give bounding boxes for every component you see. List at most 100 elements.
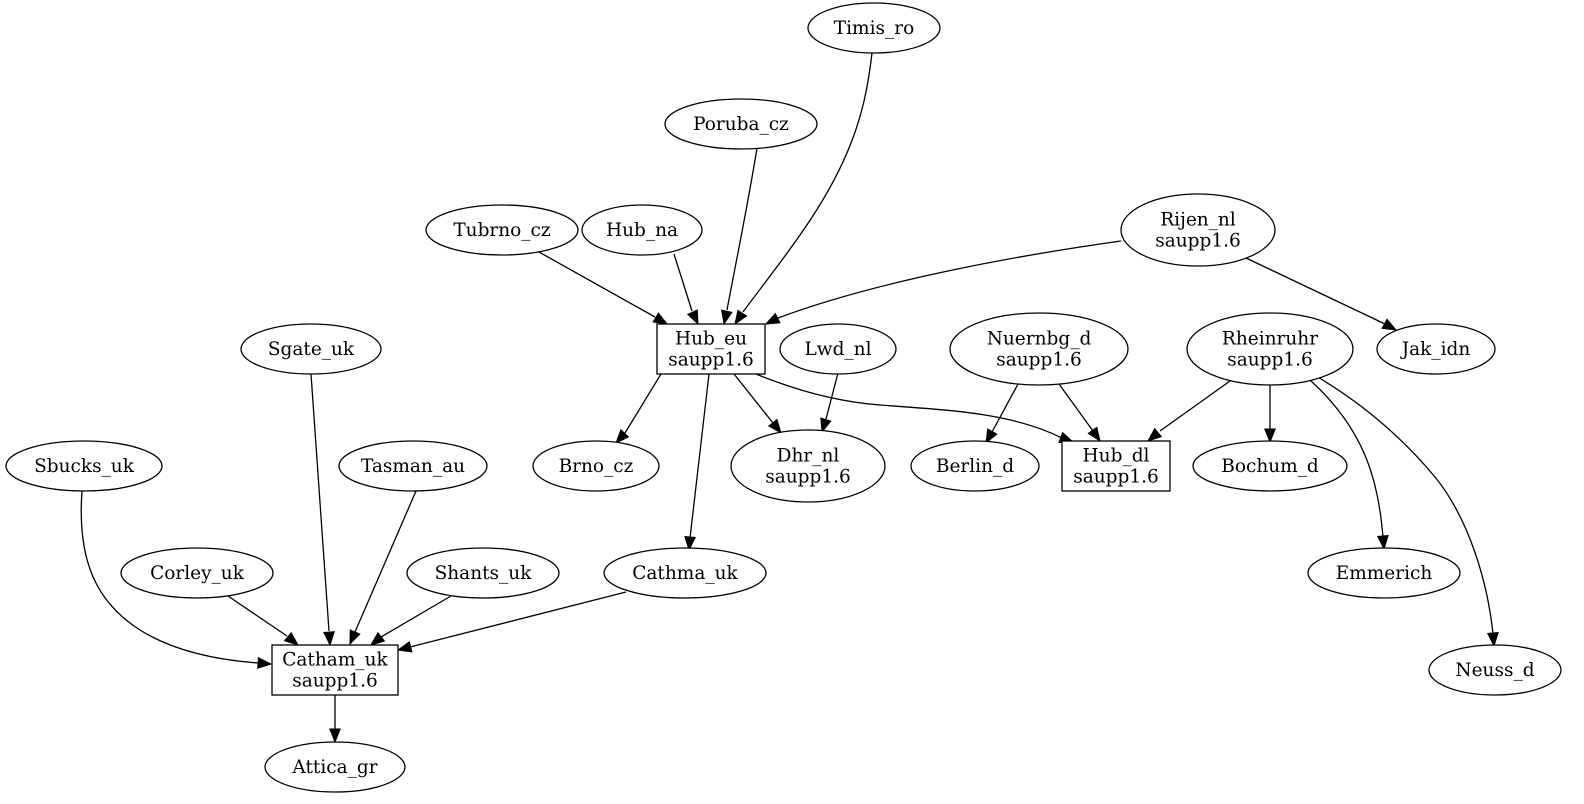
node-sgate-uk[interactable]: Sgate_uk bbox=[240, 323, 382, 375]
node-label: Sbucks_uk bbox=[34, 456, 135, 477]
edge-line bbox=[1058, 383, 1094, 432]
node-emmerich[interactable]: Emmerich bbox=[1307, 547, 1461, 599]
edge-shants_uk-to-catham_uk bbox=[369, 595, 452, 646]
node-corley-uk[interactable]: Corley_uk bbox=[120, 547, 274, 599]
node-label: Lwd_nl bbox=[804, 339, 871, 360]
edge-line bbox=[380, 595, 452, 638]
node-label: Poruba_cz bbox=[693, 114, 789, 135]
node-ellipse bbox=[1186, 312, 1354, 386]
node-label: Bochum_d bbox=[1221, 456, 1319, 477]
node-tasman-au[interactable]: Tasman_au bbox=[338, 440, 488, 492]
edge-line bbox=[310, 373, 330, 632]
node-ellipse bbox=[406, 547, 560, 599]
node-cathma-uk[interactable]: Cathma_uk bbox=[603, 547, 767, 599]
edge-rheinruhr-to-hub_dl bbox=[1146, 380, 1231, 442]
edge-tasman_au-to-catham_uk bbox=[349, 490, 417, 646]
edge-poruba_cz-to-hub_eu bbox=[721, 147, 758, 326]
node-label: Sgate_uk bbox=[268, 339, 355, 360]
node-jak-idn[interactable]: Jak_idn bbox=[1376, 323, 1496, 375]
node-attica-gr[interactable]: Attica_gr bbox=[264, 741, 406, 793]
edge-line bbox=[733, 373, 774, 424]
edge-rijen_nl-to-jak_idn bbox=[1245, 257, 1398, 331]
edge-hub_na-to-hub_eu bbox=[673, 253, 699, 326]
edge-hub_eu-to-cathma_uk bbox=[684, 373, 710, 552]
node-sublabel: saupp1.6 bbox=[1073, 467, 1159, 488]
node-ellipse bbox=[779, 323, 897, 375]
node-label: Rijen_nl bbox=[1160, 210, 1236, 231]
node-sublabel: saupp1.6 bbox=[668, 350, 754, 371]
node-label: Berlin_d bbox=[936, 456, 1014, 477]
node-sublabel: saupp1.6 bbox=[1227, 350, 1313, 371]
node-bochum-d[interactable]: Bochum_d bbox=[1192, 440, 1348, 492]
edge-sgate_uk-to-catham_uk bbox=[310, 373, 335, 647]
node-ellipse bbox=[603, 547, 767, 599]
edge-rheinruhr-to-bochum_d bbox=[1264, 385, 1276, 444]
node-ellipse bbox=[1120, 193, 1276, 267]
arrowhead bbox=[349, 629, 361, 646]
node-label: Neuss_d bbox=[1455, 660, 1534, 681]
edge-line bbox=[742, 52, 873, 313]
node-brno-cz[interactable]: Brno_cz bbox=[532, 440, 660, 492]
arrowhead bbox=[283, 631, 300, 646]
arrowhead bbox=[686, 309, 699, 326]
node-ellipse bbox=[1192, 440, 1348, 492]
node-ellipse bbox=[910, 440, 1040, 492]
node-poruba-cz[interactable]: Poruba_cz bbox=[664, 98, 818, 150]
edge-line bbox=[689, 373, 710, 539]
node-label: Brno_cz bbox=[559, 456, 634, 477]
node-berlin-d[interactable]: Berlin_d bbox=[910, 440, 1040, 492]
edge-line bbox=[1245, 257, 1386, 325]
arrowhead bbox=[985, 428, 998, 445]
arrowhead bbox=[396, 640, 413, 653]
node-ellipse bbox=[949, 312, 1129, 386]
node-ellipse bbox=[425, 204, 579, 256]
node-ellipse bbox=[581, 204, 703, 256]
edge-line bbox=[354, 490, 417, 633]
node-label: Tubrno_cz bbox=[453, 220, 551, 241]
edge-hub_eu-to-brno_cz bbox=[615, 373, 662, 445]
edge-line bbox=[538, 251, 656, 318]
node-ellipse bbox=[807, 2, 941, 54]
edges-layer bbox=[80, 52, 1499, 744]
node-sbucks-uk[interactable]: Sbucks_uk bbox=[5, 440, 163, 492]
node-neuss-d[interactable]: Neuss_d bbox=[1428, 644, 1562, 696]
edge-line bbox=[991, 383, 1019, 433]
arrowhead bbox=[684, 536, 697, 552]
node-ellipse bbox=[532, 440, 660, 492]
node-tubrno-cz[interactable]: Tubrno_cz bbox=[425, 204, 579, 256]
arrowhead bbox=[369, 631, 386, 646]
edge-line bbox=[726, 147, 758, 311]
arrowhead bbox=[1381, 318, 1398, 331]
arrowhead bbox=[764, 312, 781, 325]
arrowhead bbox=[734, 309, 748, 326]
node-label: Jak_idn bbox=[1400, 339, 1471, 360]
edge-nuernbg_d-to-berlin_d bbox=[985, 383, 1019, 445]
node-label: Corley_uk bbox=[150, 563, 245, 584]
edge-rijen_nl-to-hub_eu bbox=[764, 240, 1122, 325]
edge-line bbox=[673, 253, 693, 312]
arrowhead bbox=[1486, 632, 1499, 648]
node-label: Dhr_nl bbox=[777, 446, 840, 467]
edge-rheinruhr-to-emmerich bbox=[1309, 379, 1389, 551]
arrowhead bbox=[257, 657, 273, 669]
node-ellipse bbox=[1428, 644, 1562, 696]
node-hub-na[interactable]: Hub_na bbox=[581, 204, 703, 256]
node-lwd-nl[interactable]: Lwd_nl bbox=[779, 323, 897, 375]
node-label: Emmerich bbox=[1336, 563, 1433, 584]
node-sublabel: saupp1.6 bbox=[996, 350, 1082, 371]
node-box bbox=[1061, 440, 1171, 492]
node-ellipse bbox=[240, 323, 382, 375]
node-timis-ro[interactable]: Timis_ro bbox=[807, 2, 941, 54]
edge-line bbox=[624, 373, 662, 434]
node-shants-uk[interactable]: Shants_uk bbox=[406, 547, 560, 599]
node-label: Hub_na bbox=[606, 220, 678, 241]
